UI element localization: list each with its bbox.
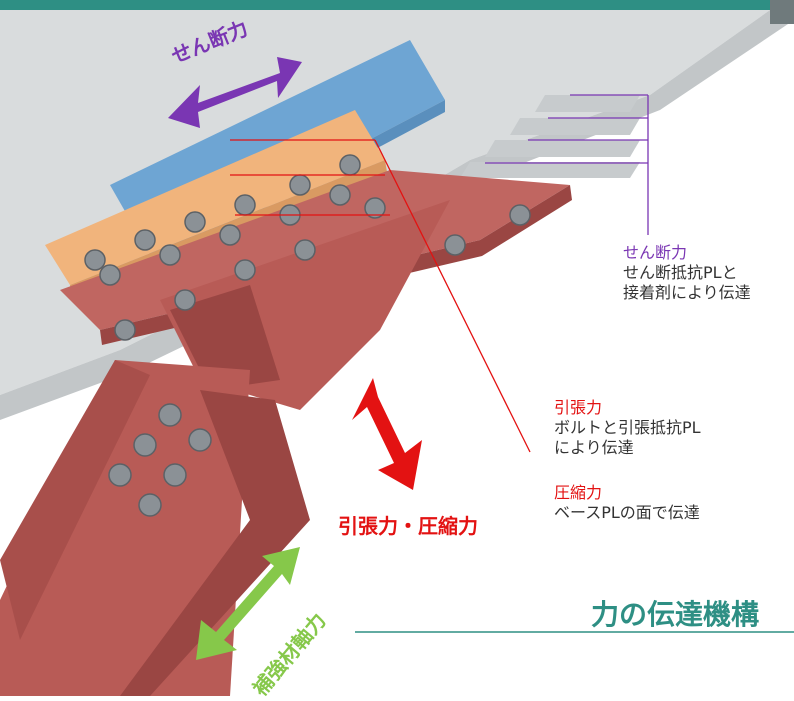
bolt bbox=[188, 428, 212, 452]
bolt bbox=[108, 463, 132, 487]
bolt bbox=[184, 211, 206, 233]
bolt bbox=[163, 463, 187, 487]
bolt bbox=[234, 259, 256, 281]
bolt bbox=[339, 154, 361, 176]
shear-note-line: せん断抵抗PLと bbox=[623, 263, 738, 282]
tension-note-line: ボルトと引張抵抗PL bbox=[554, 418, 701, 437]
shear-note-heading: せん断力 bbox=[623, 243, 688, 262]
bolt bbox=[158, 403, 182, 427]
brace-flange bbox=[120, 390, 310, 696]
bolts bbox=[84, 154, 531, 517]
compression-note-heading: 圧縮力 bbox=[554, 483, 603, 502]
bolt bbox=[174, 289, 196, 311]
brace-web bbox=[0, 360, 150, 640]
bolt bbox=[159, 244, 181, 266]
compression-note-line: ベースPLの面で伝達 bbox=[554, 503, 700, 522]
shear-leaders bbox=[485, 94, 649, 235]
tension-note: 引張力 ボルトと引張抵抗PL により伝達 bbox=[554, 398, 701, 458]
bolt bbox=[509, 204, 531, 226]
tension-note-heading: 引張力 bbox=[554, 398, 603, 417]
bolt bbox=[364, 197, 386, 219]
bolt bbox=[219, 224, 241, 246]
bolt bbox=[294, 239, 316, 261]
brace-axial-arrow bbox=[196, 547, 300, 660]
top-band bbox=[0, 0, 794, 10]
adhesive-plate bbox=[45, 110, 385, 285]
tension-compression-arrow bbox=[352, 378, 422, 490]
gusset-shadow bbox=[170, 285, 280, 390]
shear-note-line: 接着剤により伝達 bbox=[623, 283, 751, 302]
slab-steps bbox=[460, 95, 640, 178]
corner-piece bbox=[770, 0, 794, 24]
shear-arrow bbox=[168, 57, 302, 128]
diagram-title: 力の伝達機構 bbox=[591, 598, 760, 631]
shear-note: せん断力 せん断抵抗PLと 接着剤により伝達 bbox=[623, 243, 751, 303]
tension-compression-label: 引張力・圧縮力 bbox=[338, 514, 478, 538]
compression-note: 圧縮力 ベースPLの面で伝達 bbox=[554, 483, 700, 523]
bolt bbox=[289, 174, 311, 196]
bolt bbox=[114, 319, 136, 341]
bolt bbox=[444, 234, 466, 256]
bolt bbox=[134, 229, 156, 251]
bolt bbox=[138, 493, 162, 517]
tension-note-line: により伝達 bbox=[554, 438, 634, 457]
bolt bbox=[84, 249, 106, 271]
tension-leaders bbox=[230, 139, 531, 453]
bolt bbox=[234, 194, 256, 216]
bolt bbox=[329, 184, 351, 206]
bolt bbox=[133, 433, 157, 457]
bolt bbox=[99, 264, 121, 286]
